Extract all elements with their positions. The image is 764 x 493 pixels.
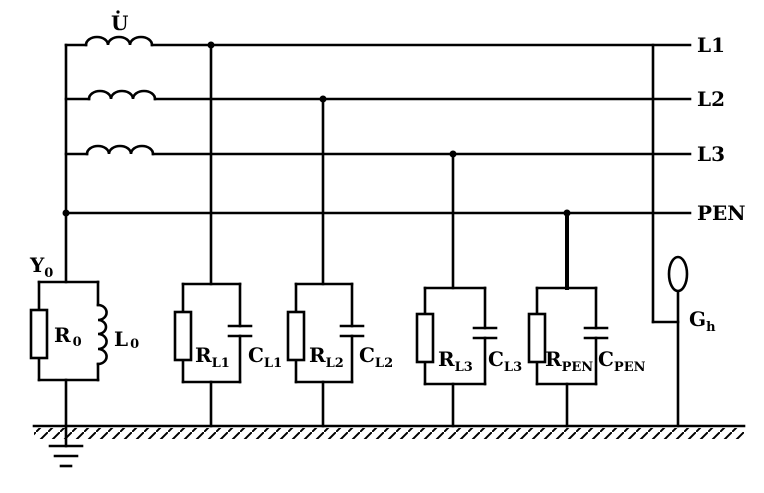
coil-l3	[64, 144, 692, 156]
line-label-l2: L2	[697, 87, 725, 111]
c-l2-label: CL2	[359, 343, 393, 371]
source-voltage-label: U	[111, 11, 128, 35]
line-label-pen: PEN	[697, 201, 746, 225]
c-l3-label: CL3	[488, 347, 522, 375]
c-l1-label: CL1	[248, 343, 282, 371]
r-l2-label: RL2	[309, 343, 344, 371]
coil-l1	[64, 35, 692, 47]
line-label-l3: L3	[697, 142, 725, 166]
branch-l3	[415, 152, 498, 428]
hand-contact-ellipse	[667, 255, 689, 293]
branch-pen	[527, 211, 609, 428]
neutral-impedance	[29, 280, 108, 428]
inductor-l0	[96, 303, 108, 366]
ground-hatching	[34, 428, 744, 439]
coil-l2	[64, 89, 692, 101]
line-label-l1: L1	[697, 33, 725, 57]
junction-dots	[62, 41, 571, 217]
branch-l1	[173, 43, 253, 428]
r-l1-label: RL1	[195, 343, 230, 371]
resistor-r0	[29, 308, 49, 360]
c-pen-label: CPEN	[598, 347, 646, 375]
phasor-dot	[116, 10, 120, 14]
branch-l2	[286, 97, 365, 428]
neutral-admittance-label: Y0	[29, 253, 53, 281]
r-l3-label: RL3	[438, 347, 473, 375]
hand-contact-path	[651, 43, 689, 428]
hand-contact-label: Gh	[689, 307, 716, 335]
r-pen-label: RPEN	[545, 347, 593, 375]
